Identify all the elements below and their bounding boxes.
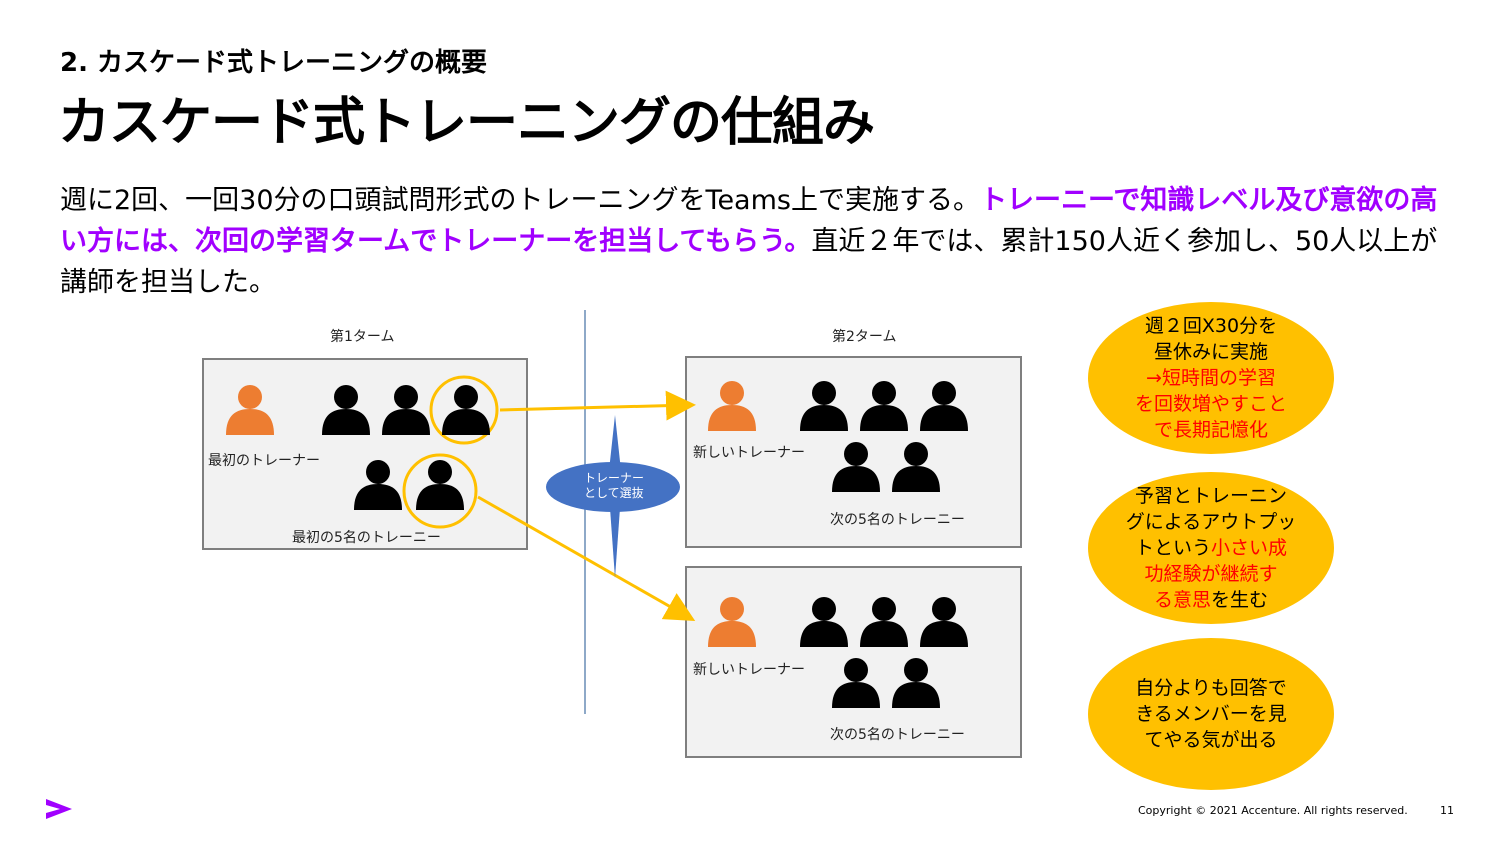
bubble-motivation: 自分よりも回答で きるメンバーを見 てやる気が出る [1088, 638, 1334, 790]
page-title: カスケード式トレーニングの仕組み [58, 93, 875, 153]
select-ellipse [546, 462, 680, 512]
next-trainees-label-b: 次の5名のトレーニー [830, 727, 965, 743]
select-label: トレーナーとして選抜 [584, 471, 645, 501]
new-trainer-icon-b [708, 597, 756, 647]
new-trainer-icon-a [708, 381, 756, 431]
section-subtitle: 2. カスケード式トレーニングの概要 [60, 48, 488, 78]
bubble3-line1: 自分よりも回答で [1135, 677, 1287, 699]
bubble2-line2: グによるアウトプッ [1125, 511, 1297, 533]
trainee-icons-term2a [800, 381, 968, 492]
term1-label: 第1ターム [330, 329, 395, 345]
bubble1-line1: 週２回X30分を [1144, 315, 1278, 337]
bubble2-line5b: を生む [1211, 589, 1269, 611]
selected-trainee-circle-1 [429, 375, 499, 445]
promote-arrow-1 [499, 390, 696, 421]
bubble1-line4: を回数増やすこと [1134, 393, 1287, 415]
select-label-line1: トレーナー [584, 471, 645, 485]
promote-arrow-2 [477, 495, 696, 621]
bubble2-line5a: る意思 [1153, 589, 1211, 611]
body-highlight: トレーニーで知識レベル及び意欲の高い方には、次回の学習タームでトレーナーを担当し… [60, 185, 1438, 257]
body-text-2: 直近２年では、累計150人近く参加し、50人以上が講師を担当した。 [60, 226, 1438, 298]
first-trainees-label: 最初の5名のトレーニー [292, 530, 441, 546]
first-trainer-icon [226, 385, 274, 435]
bubble2-line3b: 小さい成 [1211, 537, 1288, 559]
bubble1-line5: で長期記憶化 [1153, 419, 1268, 441]
bubble2-line1: 予習とトレーニン [1134, 485, 1287, 507]
bubble-small-success: 予習とトレーニン グによるアウトプッ トという小さい成 功経験が継続す る意思を… [1088, 472, 1334, 624]
selected-trainee-circle-2 [402, 453, 478, 529]
bubble-short-sessions: 週２回X30分を 昼休みに実施 →短時間の学習 を回数増やすこと で長期記憶化 [1088, 302, 1334, 454]
new-trainer-label-b: 新しいトレーナー [693, 662, 805, 678]
first-trainer-label: 最初のトレーナー [208, 453, 320, 469]
trainee-icons-term1 [322, 385, 490, 510]
body-text-1: 週に2回、一回30分の口頭試問形式のトレーニングをTeams上で実施する。 [60, 185, 980, 216]
bubble3-line3: てやる気が出る [1144, 729, 1278, 751]
term-divider [584, 310, 586, 714]
accenture-logo-icon [46, 799, 72, 819]
bubble1-line3: →短時間の学習 [1146, 367, 1276, 389]
bubble1-line2: 昼休みに実施 [1153, 341, 1268, 363]
trainee-icons-term2b [800, 597, 968, 708]
term2-label: 第2ターム [832, 329, 897, 345]
body-paragraph: 週に2回、一回30分の口頭試問形式のトレーニングをTeams上で実施する。トレー… [60, 180, 1440, 303]
next-trainees-label-a: 次の5名のトレーニー [830, 512, 965, 528]
new-trainer-label-a: 新しいトレーナー [693, 445, 805, 461]
page-number: 11 [1440, 804, 1454, 817]
select-label-line2: として選抜 [584, 486, 644, 500]
copyright: Copyright © 2021 Accenture. All rights r… [1138, 804, 1408, 817]
bubble2-line3a: トという [1134, 537, 1211, 559]
bubble2-line4: 功経験が継続す [1144, 563, 1278, 585]
bubble3-line2: きるメンバーを見 [1135, 703, 1287, 725]
